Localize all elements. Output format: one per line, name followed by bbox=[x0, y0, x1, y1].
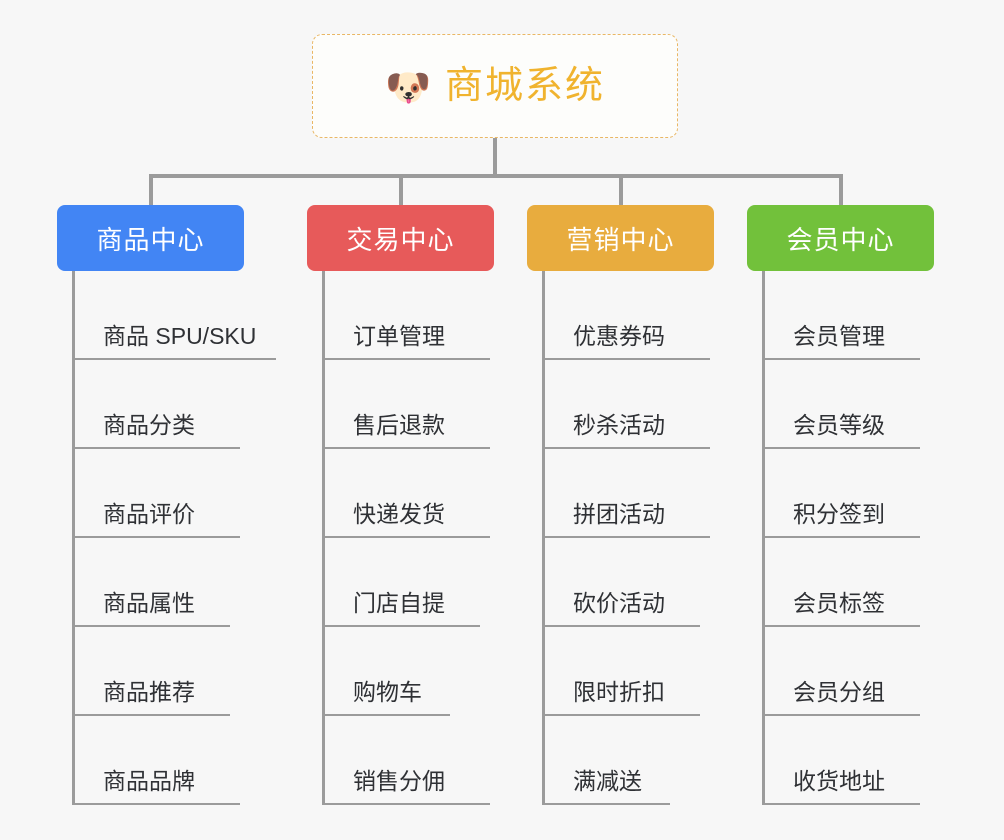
leaf-item-label: 订单管理 bbox=[353, 323, 445, 349]
leaf-item[interactable]: 会员标签 bbox=[762, 538, 920, 627]
leaf-spine bbox=[72, 271, 75, 805]
root-node-shopping-mall-system[interactable]: 🐶 商城系统 bbox=[312, 34, 678, 138]
leaf-item-underline bbox=[72, 358, 276, 360]
category-header-2[interactable]: 交易中心 bbox=[307, 205, 494, 271]
leaf-item[interactable]: 订单管理 bbox=[322, 271, 490, 360]
leaf-item[interactable]: 限时折扣 bbox=[542, 627, 700, 716]
leaf-item-label: 门店自提 bbox=[353, 590, 445, 616]
leaf-item-label: 商品评价 bbox=[103, 501, 195, 527]
leaf-item-label: 收货地址 bbox=[793, 768, 885, 794]
leaf-item-underline bbox=[322, 447, 490, 449]
leaf-item-underline bbox=[542, 447, 710, 449]
category-header-label: 营销中心 bbox=[566, 224, 675, 255]
category-header-4[interactable]: 会员中心 bbox=[747, 205, 934, 271]
leaf-item-label: 砍价活动 bbox=[573, 590, 665, 616]
leaf-item-underline bbox=[762, 803, 920, 805]
leaf-item-label: 满减送 bbox=[573, 768, 642, 794]
leaf-item-label: 优惠券码 bbox=[573, 323, 665, 349]
leaf-item[interactable]: 门店自提 bbox=[322, 538, 480, 627]
leaf-item[interactable]: 会员分组 bbox=[762, 627, 920, 716]
dog-face-icon: 🐶 bbox=[384, 66, 432, 108]
leaf-item-underline bbox=[762, 536, 920, 538]
leaf-item-underline bbox=[762, 625, 920, 627]
leaf-item-label: 会员分组 bbox=[793, 679, 885, 705]
leaf-item-label: 售后退款 bbox=[353, 412, 445, 438]
leaf-item-underline bbox=[542, 358, 710, 360]
leaf-item[interactable]: 收货地址 bbox=[762, 716, 920, 805]
leaf-item-label: 会员管理 bbox=[793, 323, 885, 349]
connector-drop-1 bbox=[149, 174, 153, 207]
leaf-item-label: 会员标签 bbox=[793, 590, 885, 616]
category-header-label: 交易中心 bbox=[346, 224, 455, 255]
leaf-item[interactable]: 快递发货 bbox=[322, 449, 490, 538]
leaf-spine bbox=[322, 271, 325, 805]
leaf-item-underline bbox=[72, 803, 240, 805]
leaf-item[interactable]: 砍价活动 bbox=[542, 538, 700, 627]
leaf-item[interactable]: 商品分类 bbox=[72, 360, 256, 449]
leaf-item[interactable]: 购物车 bbox=[322, 627, 450, 716]
root-node-title: 商城系统 bbox=[445, 65, 606, 107]
leaf-item-label: 商品属性 bbox=[103, 590, 195, 616]
category-header-label: 会员中心 bbox=[786, 224, 895, 255]
leaf-item-underline bbox=[72, 447, 240, 449]
leaf-item-underline bbox=[542, 625, 700, 627]
leaf-item[interactable]: 积分签到 bbox=[762, 449, 920, 538]
leaf-item-underline bbox=[72, 714, 230, 716]
leaf-item-underline bbox=[72, 625, 230, 627]
leaf-item[interactable]: 销售分佣 bbox=[322, 716, 490, 805]
leaf-item[interactable]: 售后退款 bbox=[322, 360, 490, 449]
leaf-column-3: 优惠券码秒杀活动拼团活动砍价活动限时折扣满减送 bbox=[542, 271, 710, 805]
leaf-item-label: 积分签到 bbox=[793, 501, 885, 527]
connector-drop-3 bbox=[619, 174, 623, 207]
leaf-item-underline bbox=[542, 803, 670, 805]
leaf-column-4: 会员管理会员等级积分签到会员标签会员分组收货地址 bbox=[762, 271, 920, 805]
leaf-item-label: 快递发货 bbox=[353, 501, 445, 527]
leaf-item-label: 秒杀活动 bbox=[573, 412, 665, 438]
leaf-item-underline bbox=[762, 358, 920, 360]
leaf-item[interactable]: 商品 SPU/SKU bbox=[72, 271, 276, 360]
connector-drop-4 bbox=[839, 174, 843, 207]
leaf-spine bbox=[542, 271, 545, 805]
leaf-item-underline bbox=[322, 536, 490, 538]
leaf-item[interactable]: 会员等级 bbox=[762, 360, 920, 449]
leaf-item-underline bbox=[72, 536, 240, 538]
connector-root-stem bbox=[493, 138, 497, 176]
leaf-item[interactable]: 优惠券码 bbox=[542, 271, 710, 360]
leaf-item[interactable]: 满减送 bbox=[542, 716, 670, 805]
leaf-item[interactable]: 商品推荐 bbox=[72, 627, 256, 716]
leaf-item[interactable]: 商品属性 bbox=[72, 538, 256, 627]
leaf-item-underline bbox=[542, 714, 700, 716]
category-header-3[interactable]: 营销中心 bbox=[527, 205, 714, 271]
leaf-column-1: 商品 SPU/SKU 商品分类商品评价商品属性商品推荐商品品牌 bbox=[72, 271, 276, 805]
connector-drop-2 bbox=[399, 174, 403, 207]
leaf-item-underline bbox=[322, 358, 490, 360]
leaf-item-underline bbox=[762, 447, 920, 449]
leaf-item-underline bbox=[322, 625, 480, 627]
category-header-label: 商品中心 bbox=[96, 224, 205, 255]
leaf-item[interactable]: 拼团活动 bbox=[542, 449, 710, 538]
leaf-item-underline bbox=[762, 714, 920, 716]
category-header-1[interactable]: 商品中心 bbox=[57, 205, 244, 271]
leaf-item-label: 会员等级 bbox=[793, 412, 885, 438]
connector-horizontal-bus bbox=[149, 174, 839, 178]
leaf-item-label: 商品品牌 bbox=[103, 768, 195, 794]
leaf-item[interactable]: 商品品牌 bbox=[72, 716, 256, 805]
leaf-column-2: 订单管理售后退款快递发货门店自提购物车销售分佣 bbox=[322, 271, 490, 805]
leaf-item-underline bbox=[542, 536, 710, 538]
leaf-item-label: 限时折扣 bbox=[573, 679, 665, 705]
leaf-item-underline bbox=[322, 714, 450, 716]
leaf-item[interactable]: 会员管理 bbox=[762, 271, 920, 360]
leaf-item-label: 拼团活动 bbox=[573, 501, 665, 527]
leaf-spine bbox=[762, 271, 765, 805]
leaf-item-label: 购物车 bbox=[353, 679, 422, 705]
leaf-item-label: 商品推荐 bbox=[103, 679, 195, 705]
leaf-item-label: 销售分佣 bbox=[353, 768, 445, 794]
leaf-item-label: 商品分类 bbox=[103, 412, 195, 438]
leaf-item[interactable]: 秒杀活动 bbox=[542, 360, 710, 449]
leaf-item[interactable]: 商品评价 bbox=[72, 449, 256, 538]
leaf-item-label: 商品 SPU/SKU bbox=[103, 323, 257, 349]
leaf-item-underline bbox=[322, 803, 490, 805]
